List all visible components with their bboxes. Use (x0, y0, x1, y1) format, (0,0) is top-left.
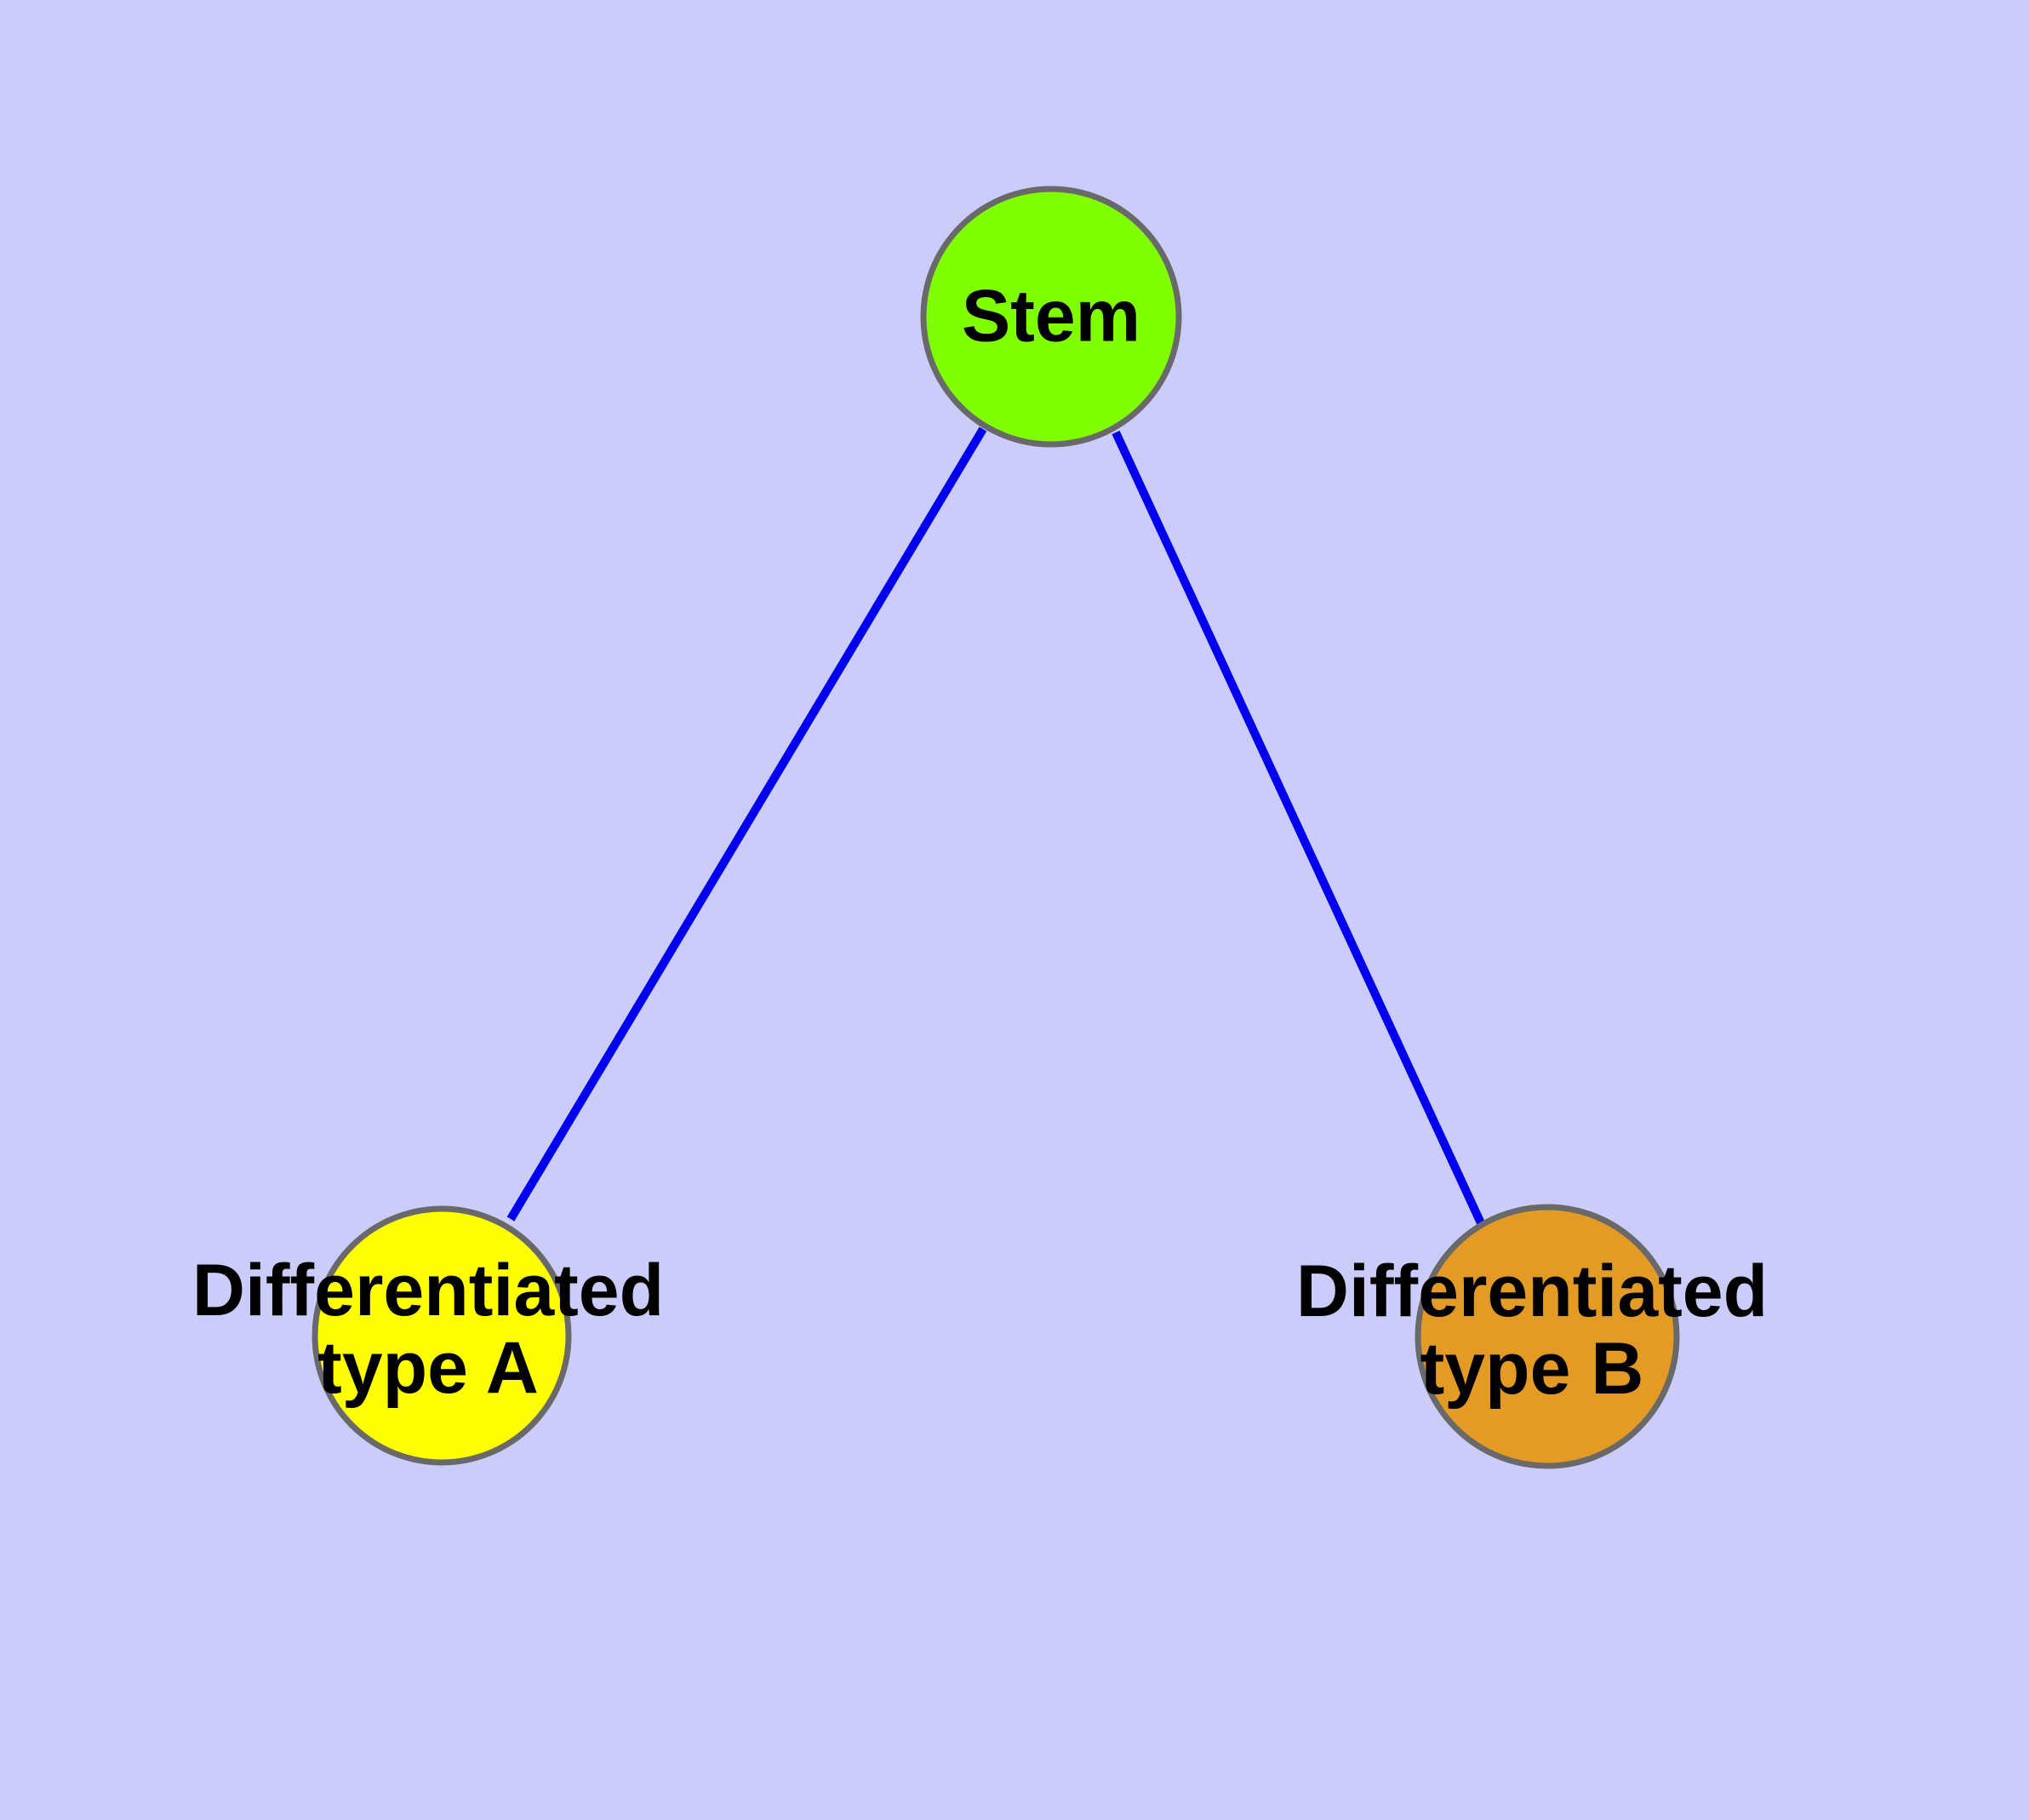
edge-stem-to-differentiated-type-b[interactable] (1112, 430, 1491, 1239)
node-differentiated-type-a[interactable] (311, 1205, 572, 1466)
nodes-layer (311, 186, 1680, 1469)
node-stem[interactable] (920, 186, 1182, 448)
node-differentiated-type-b[interactable] (1415, 1204, 1680, 1469)
edges-layer (506, 426, 1491, 1239)
edge-stem-to-differentiated-type-a[interactable] (506, 426, 987, 1222)
